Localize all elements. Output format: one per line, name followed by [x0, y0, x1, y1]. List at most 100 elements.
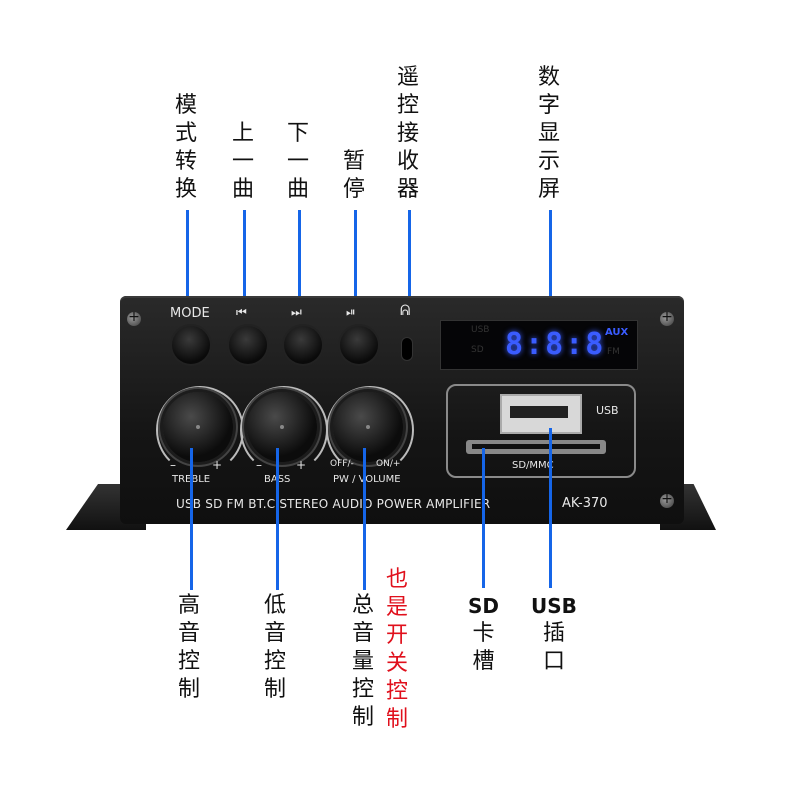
on-panel-label: ON/+ — [376, 459, 401, 469]
panel-footer-text: USB SD FM BT.C STEREO AUDIO POWER AMPLIF… — [176, 497, 491, 511]
label-mode-switch: 模式转换 — [175, 92, 197, 204]
label-char: 示 — [538, 149, 561, 174]
label-power-switch-note: 也是开关控制 — [386, 566, 408, 734]
model-number: AK-370 — [562, 496, 608, 511]
display-aux-indicator: AUX — [605, 327, 629, 338]
line-next — [298, 210, 301, 328]
label-char: 换 — [175, 177, 198, 202]
label-char: 控 — [352, 677, 375, 702]
label-char: 一 — [232, 149, 255, 174]
label-char: 低 — [264, 593, 287, 618]
label-char: 曲 — [287, 177, 310, 202]
bass-plus: + — [296, 458, 307, 472]
pause-button[interactable] — [340, 326, 378, 364]
label-master-volume-control: 总音量控制 — [352, 592, 374, 732]
label-char: 接 — [397, 121, 420, 146]
sd-text: 卡槽 — [473, 620, 495, 676]
line-sd — [482, 448, 485, 588]
label-digital-display: 数字显示屏 — [538, 64, 560, 204]
screw-icon — [660, 309, 674, 326]
label-char: 控 — [264, 649, 287, 674]
label-char: 器 — [397, 177, 420, 202]
label-treble-control: 高音控制 — [178, 592, 200, 704]
label-char: 模 — [175, 93, 198, 118]
screw-icon — [127, 309, 141, 326]
mode-panel-label: MODE — [170, 306, 210, 321]
display-fm-indicator: FM — [607, 347, 620, 357]
display-digits: 8:8:8 — [505, 327, 606, 362]
label-char: 总 — [352, 593, 375, 618]
label-char: 口 — [542, 649, 565, 674]
sdmmc-panel-label: SD/MMC — [512, 460, 554, 471]
volume-power-knob[interactable] — [333, 392, 403, 462]
line-pause — [354, 210, 357, 328]
label-char: 转 — [175, 149, 198, 174]
label-sd-slot: SD 卡槽 — [468, 592, 499, 676]
label-char: 音 — [352, 621, 375, 646]
usb-port[interactable] — [500, 394, 582, 434]
line-mode — [186, 210, 189, 328]
label-pause: 暂停 — [343, 148, 365, 204]
label-char: 音 — [264, 621, 287, 646]
remote-receiver-window — [402, 338, 412, 360]
label-char: 控 — [397, 93, 420, 118]
label-char: 收 — [397, 149, 420, 174]
line-prev — [243, 210, 246, 328]
label-char: 制 — [264, 677, 287, 702]
label-char: 卡 — [472, 621, 495, 646]
label-next-track: 下一曲 — [287, 120, 309, 204]
line-usb — [549, 428, 552, 588]
volume-scale-arc — [326, 386, 414, 474]
label-char: 控 — [386, 679, 409, 704]
label-bass-control: 低音控制 — [264, 592, 286, 704]
label-previous-track: 上一曲 — [232, 120, 254, 204]
previous-track-button[interactable] — [229, 326, 267, 364]
digital-display: USB SD 8:8:8 AUX FM — [440, 320, 638, 370]
treble-knob[interactable] — [163, 392, 233, 462]
volume-panel-label: PW / VOLUME — [333, 474, 401, 485]
sd-card-slot[interactable] — [466, 440, 606, 454]
treble-minus: – — [170, 458, 176, 472]
next-track-button[interactable] — [284, 326, 322, 364]
display-sd-indicator: SD — [471, 345, 484, 355]
bass-knob[interactable] — [247, 392, 317, 462]
label-usb-port: USB 插口 — [531, 592, 577, 676]
label-char: 制 — [386, 707, 409, 732]
label-char: 下 — [287, 121, 310, 146]
bass-minus: – — [256, 458, 262, 472]
line-display — [549, 210, 552, 340]
sd-title: SD — [468, 594, 500, 618]
off-panel-label: OFF/- — [330, 459, 354, 469]
line-treble — [190, 448, 193, 590]
treble-plus: + — [212, 458, 223, 472]
mode-button[interactable] — [172, 326, 210, 364]
label-char: 制 — [352, 705, 375, 730]
next-track-icon: ⏭ — [291, 305, 302, 319]
label-char: 数 — [538, 65, 561, 90]
label-char: 停 — [343, 177, 366, 202]
label-char: 制 — [178, 677, 201, 702]
label-char: 字 — [538, 93, 561, 118]
label-remote-receiver: 遥控接收器 — [397, 64, 419, 204]
label-char: 显 — [538, 121, 561, 146]
label-char: 插 — [542, 621, 565, 646]
label-char: 曲 — [232, 177, 255, 202]
label-char: 一 — [287, 149, 310, 174]
usb-sd-panel — [446, 384, 636, 478]
label-char: 高 — [178, 593, 201, 618]
usb-title: USB — [531, 594, 577, 618]
line-remote — [408, 210, 411, 336]
label-char: 开 — [386, 623, 409, 648]
usb-text: 插口 — [543, 620, 565, 676]
label-char: 上 — [232, 121, 255, 146]
play-pause-icon: ⏯ — [346, 305, 356, 319]
label-char: 遥 — [397, 65, 420, 90]
label-char: 是 — [386, 595, 409, 620]
label-char: 暂 — [343, 149, 366, 174]
label-char: 也 — [386, 567, 409, 592]
usb-panel-label: USB — [596, 404, 619, 417]
screw-icon — [660, 491, 674, 508]
remote-sensor-icon: ᕱ — [400, 303, 411, 319]
label-char: 音 — [178, 621, 201, 646]
label-char: 式 — [175, 121, 198, 146]
